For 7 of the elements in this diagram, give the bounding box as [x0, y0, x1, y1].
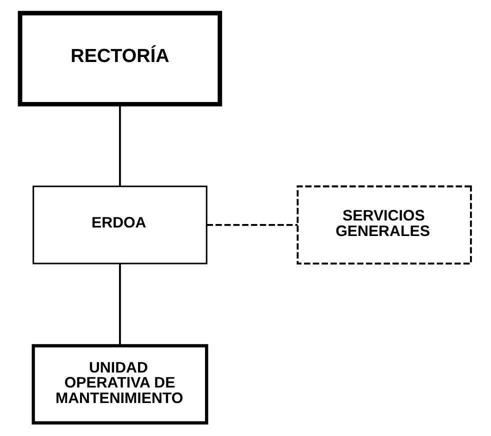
- node-box: RECTORÍA: [18, 10, 222, 106]
- node-box: ERDOA: [32, 186, 208, 264]
- connector: [119, 104, 121, 186]
- connector: [119, 264, 121, 346]
- connector: [206, 224, 298, 226]
- node-box: SERVICIOS GENERALES: [296, 185, 472, 264]
- node-box: UNIDAD OPERATIVA DE MANTENIMIENTO: [32, 344, 208, 424]
